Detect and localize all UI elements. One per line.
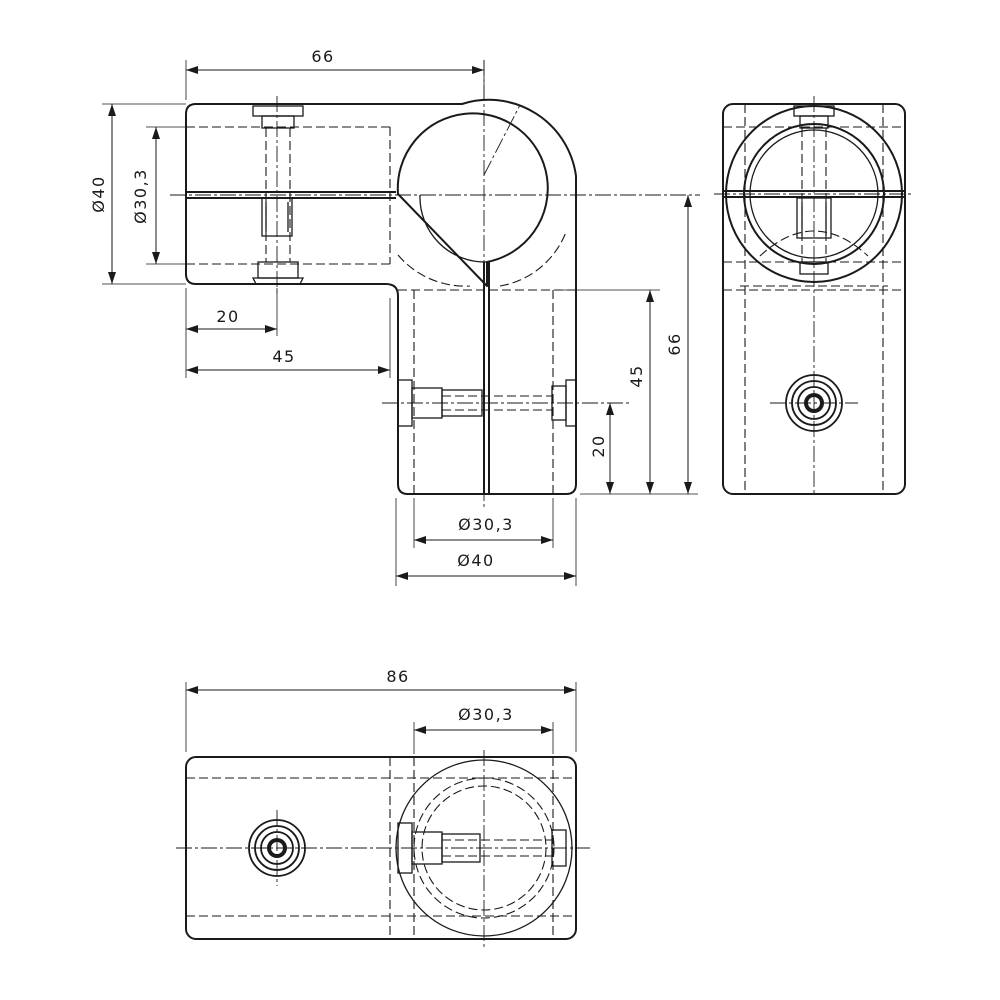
dim-front-bottom-outer-dia: Ø40: [457, 551, 494, 570]
dim-front-height: 66: [665, 332, 684, 355]
dim-front-inner-dia: Ø30,3: [131, 168, 150, 224]
top-view-dimensions: 86 Ø30,3: [185, 667, 577, 754]
front-view-dimensions: 66 Ø40 Ø30,3 20 45 66: [89, 47, 698, 586]
side-view: [714, 96, 914, 496]
dim-front-width: 66: [311, 47, 334, 66]
dim-front-outer-dia: Ø40: [89, 175, 108, 212]
dim-front-height-20: 20: [589, 434, 608, 457]
dim-front-bottom-inner-dia: Ø30,3: [458, 515, 514, 534]
dim-front-bolt-offset: 20: [216, 307, 239, 326]
dim-top-width: 86: [386, 667, 409, 686]
dim-front-height-45: 45: [627, 364, 646, 387]
front-view: [170, 60, 700, 510]
dim-front-arm-length: 45: [272, 347, 295, 366]
dim-top-inner-dia: Ø30,3: [458, 705, 514, 724]
top-view: [176, 750, 590, 948]
